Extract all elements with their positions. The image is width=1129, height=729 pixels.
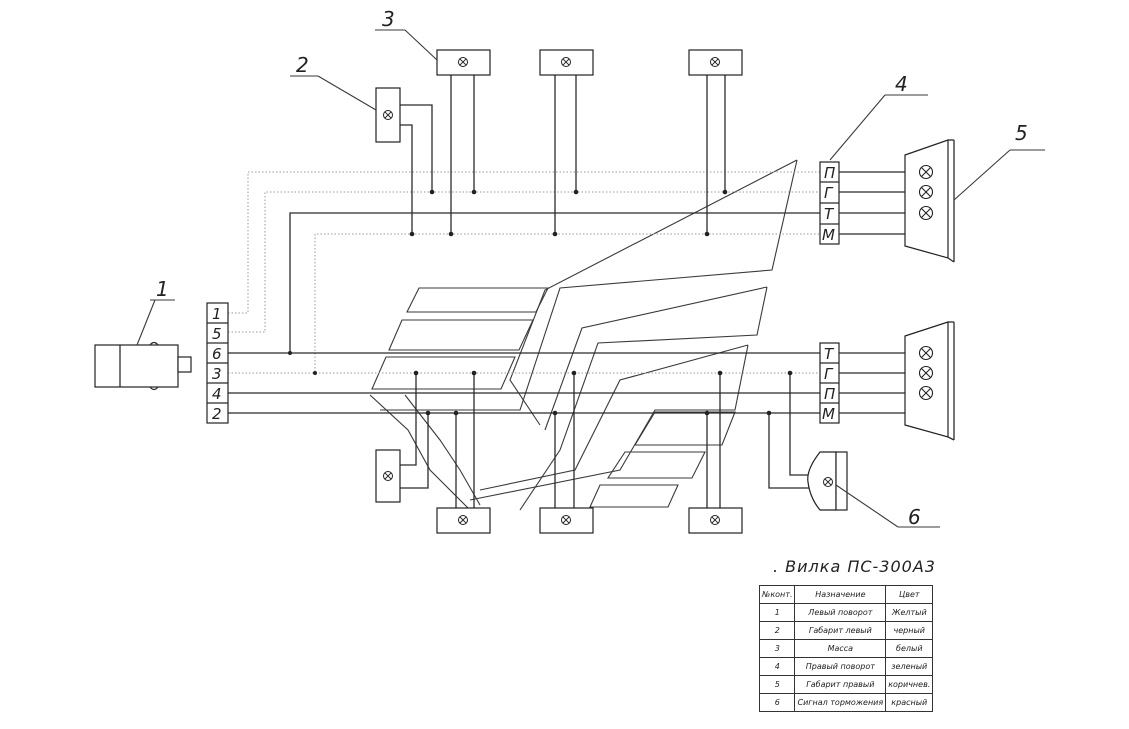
table-row: 5 Габарит правый коричнев. (758, 675, 934, 694)
pin-table: №конт. Назначение Цвет 1 Левый поворот Ж… (758, 585, 934, 712)
callout-4: 4 (829, 72, 928, 161)
branch-wires-bottom (400, 373, 815, 520)
column-header: Цвет (885, 585, 934, 604)
svg-text:3: 3 (382, 7, 395, 31)
column-header: №конт. (758, 585, 796, 604)
callout-5: 5 (953, 121, 1045, 201)
connector-block: 1 5 6 3 4 2 (206, 302, 229, 424)
table-cell: 2 (758, 621, 796, 640)
terminal-label: М (822, 226, 835, 244)
terminal-label: Т (824, 205, 835, 223)
terminal-label: М (822, 405, 835, 423)
terminal-label: П (824, 385, 835, 403)
table-cell: 4 (758, 657, 796, 676)
top-lamp-3 (688, 49, 743, 76)
terminal-label: Т (824, 345, 835, 363)
table-title: . Вилка ПС-300А3 (773, 557, 936, 576)
junction-dots (288, 189, 793, 416)
table-cell: 1 (758, 603, 796, 622)
table-row: 3 Масса белый (758, 639, 934, 658)
callout-3: 3 (375, 7, 438, 61)
side-lamp-top (375, 87, 401, 143)
table-cell: 3 (758, 639, 796, 658)
table-cell: Габарит левый (794, 621, 887, 640)
stop-lamp (807, 451, 848, 511)
pin-label: 5 (212, 325, 222, 343)
svg-text:1: 1 (156, 277, 169, 301)
table-cell: Левый поворот (794, 603, 887, 622)
callout-2: 2 (290, 53, 377, 111)
table-cell: Габарит правый (794, 675, 887, 694)
branch-wires-top (390, 75, 726, 234)
front-lamp-cluster (904, 139, 955, 263)
column-header: Назначение (794, 585, 887, 604)
table-cell: Желтый (885, 603, 934, 622)
front-harness-wires (228, 171, 820, 372)
svg-text:5: 5 (1015, 121, 1028, 145)
table-header-row: №конт. Назначение Цвет (758, 585, 934, 604)
svg-text:2: 2 (296, 53, 309, 77)
table-cell: Масса (794, 639, 887, 658)
table-cell: белый (885, 639, 934, 658)
pin-label: 3 (212, 365, 222, 383)
front-terminal-block: П Г Т М (819, 161, 840, 245)
table-cell: коричнев. (885, 675, 934, 694)
table-cell: Сигнал торможения (794, 693, 887, 712)
plug (94, 341, 192, 391)
table-row: 2 Габарит левый черный (758, 621, 934, 640)
table-cell: черный (885, 621, 934, 640)
table-cell: Правый поворот (794, 657, 887, 676)
side-lamp-bottom (375, 449, 401, 503)
pin-label: 2 (212, 405, 222, 423)
bottom-lamp-2 (539, 507, 594, 534)
bottom-lamp-1 (436, 507, 491, 534)
table-cell: красный (885, 693, 934, 712)
rear-terminal-block: Т Г П М (819, 342, 840, 424)
terminal-label: Г (824, 184, 834, 202)
table-row: 1 Левый поворот Желтый (758, 603, 934, 622)
bottom-lamp-3 (688, 507, 743, 534)
callout-6: 6 (835, 484, 940, 529)
pin-label: 1 (212, 305, 222, 323)
rear-harness-wires (228, 352, 820, 414)
table-cell: 6 (758, 693, 796, 712)
top-lamp-2 (539, 49, 594, 76)
terminal-label: П (824, 164, 835, 182)
table-cell: 5 (758, 675, 796, 694)
rear-lamp-cluster (904, 321, 955, 441)
svg-text:6: 6 (908, 505, 921, 529)
table-row: 4 Правый поворот зеленый (758, 657, 934, 676)
top-lamp-1 (436, 49, 491, 76)
svg-text:4: 4 (895, 72, 908, 96)
callout-1: 1 (136, 277, 175, 346)
pin-label: 4 (212, 385, 222, 403)
terminal-label: Г (824, 365, 834, 383)
table-row: 6 Сигнал торможения красный (758, 693, 934, 712)
table-cell: зеленый (885, 657, 934, 676)
pin-label: 6 (212, 345, 222, 363)
